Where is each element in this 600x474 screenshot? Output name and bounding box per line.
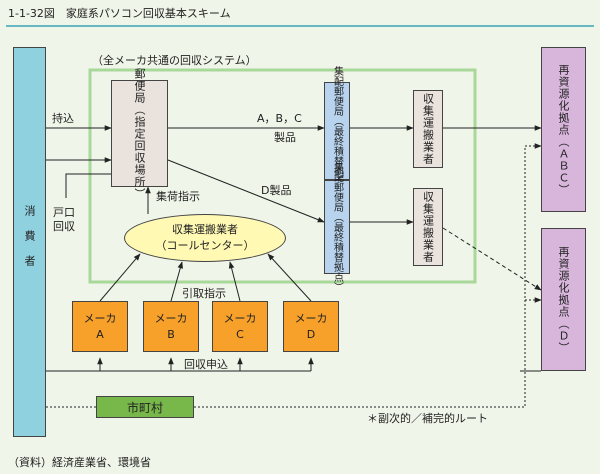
label-pickup-instruction: 引取指示 xyxy=(182,287,226,300)
maker-d-line2: D xyxy=(306,327,316,341)
label-carry-in: 持込 xyxy=(52,112,74,125)
collector-2-label: 収集運搬業者 xyxy=(421,191,435,263)
system-label: （全メーカ共通の回収システム） xyxy=(92,54,257,67)
maker-c-box: メーカ C xyxy=(212,301,268,352)
arrow-maker-d-instruction xyxy=(267,253,312,302)
maker-a-box: メーカ A xyxy=(72,301,128,352)
hub-d-label: 集配郵便局（最終積替拠点） xyxy=(331,162,343,292)
label-supplementary-route: ＊副次的／補完的ルート xyxy=(367,412,488,425)
hub-abc-box: 集配郵便局（最終積替拠点） xyxy=(324,66,350,196)
label-collection-request: 回収申込 xyxy=(184,358,228,371)
recycling-d-label: 再資源化拠点（Ｄ） xyxy=(557,245,570,354)
label-d-products: D製品 xyxy=(261,184,292,197)
call-center-line1: 収集運搬業者 xyxy=(172,223,238,236)
supplementary-route xyxy=(46,146,526,408)
source-note: （資料）経済産業省、環境省 xyxy=(8,456,151,469)
maker-c-line2: C xyxy=(236,327,244,341)
arrow-collector-to-recycling-d xyxy=(442,227,542,291)
consumer-box: 消費者 xyxy=(13,47,46,437)
maker-b-line1: メーカ xyxy=(154,311,188,325)
arrow-maker-c-instruction xyxy=(228,261,241,302)
call-center-oval: 収集運搬業者 （コールセンター） xyxy=(124,214,286,262)
post-office-label: 郵便局（指定回収場所） xyxy=(133,67,146,200)
door-collection-loop xyxy=(65,173,111,198)
hub-abc-label: 集配郵便局（最終積替拠点） xyxy=(331,66,343,196)
label-abc-products-2: 製品 xyxy=(274,131,296,144)
post-office-box: 郵便局（指定回収場所） xyxy=(111,68,168,200)
diagram-title: 1-1-32図 家庭系パソコン回収基本スキーム xyxy=(8,7,231,20)
label-collection-instruction: 集荷指示 xyxy=(156,190,200,203)
maker-d-box: メーカ D xyxy=(283,301,339,352)
label-door-line1: 戸口 xyxy=(53,206,75,219)
arrow-maker-b-instruction xyxy=(170,261,183,302)
hub-d-box: 集配郵便局（最終積替拠点） xyxy=(324,162,350,292)
municipality-label: 市町村 xyxy=(126,400,163,415)
maker-d-line1: メーカ xyxy=(294,311,328,325)
maker-a-line2: A xyxy=(96,327,104,341)
maker-a-line1: メーカ xyxy=(83,311,117,325)
system-frame xyxy=(88,68,477,284)
arrow-post-to-hub-d xyxy=(167,159,325,223)
maker-c-line1: メーカ xyxy=(223,311,257,325)
collector-2-box: 収集運搬業者 xyxy=(413,188,443,266)
label-door-line2: 回収 xyxy=(53,220,75,233)
maker-b-box: メーカ B xyxy=(143,301,199,352)
arrow-maker-a-instruction xyxy=(99,253,141,302)
collector-1-box: 収集運搬業者 xyxy=(413,90,443,168)
recycling-d-box: 再資源化拠点（Ｄ） xyxy=(541,228,586,371)
municipality-box: 市町村 xyxy=(96,396,194,418)
recycling-abc-box: 再資源化拠点（ＡＢＣ） xyxy=(541,47,586,212)
recycling-abc-label: 再資源化拠点（ＡＢＣ） xyxy=(557,63,570,196)
consumer-label: 消費者 xyxy=(23,204,36,280)
collector-1-label: 収集運搬業者 xyxy=(421,93,435,165)
call-center-line2: （コールセンター） xyxy=(155,239,255,252)
label-abc-products-1: A，B，C xyxy=(257,112,302,125)
maker-b-line2: B xyxy=(167,327,175,341)
